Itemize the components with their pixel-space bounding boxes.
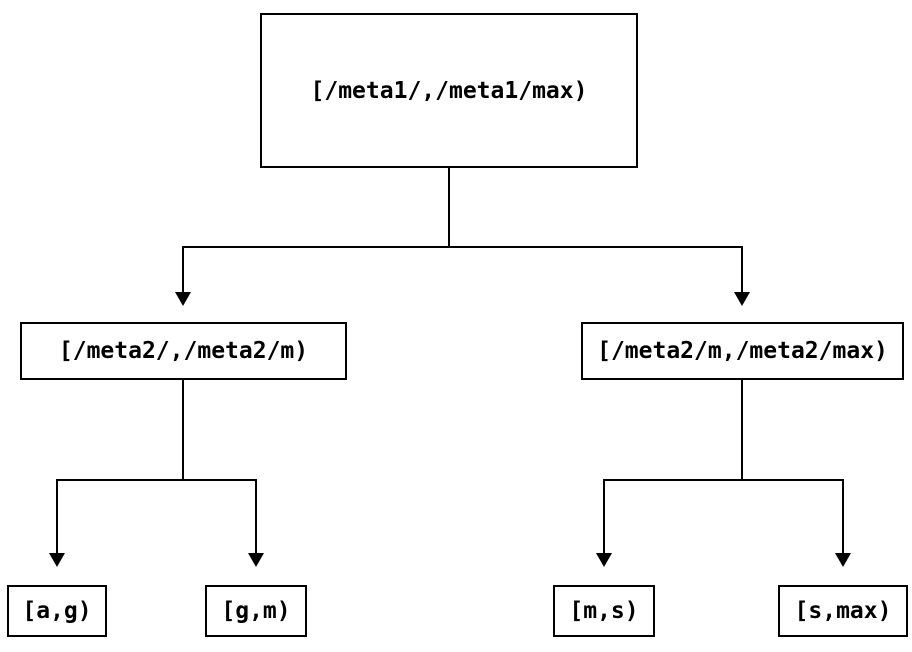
edge-meta2-left-stem: [182, 380, 184, 481]
tree-node-root: [/meta1/,/meta1/max): [260, 13, 638, 168]
arrowhead-down-icon: [734, 292, 750, 306]
edge-root-crossbar: [182, 246, 743, 248]
edge-to-leaf-g-m-drop: [255, 479, 257, 553]
edge-root-to-right-drop: [741, 246, 743, 292]
edge-root-stem: [448, 168, 450, 248]
edge-to-leaf-m-s-drop: [603, 479, 605, 553]
edge-meta2-right-stem: [741, 380, 743, 481]
tree-node-meta2-right: [/meta2/m,/meta2/max): [581, 322, 904, 380]
tree-node-leaf-s-max: [s,max): [778, 585, 908, 637]
edge-to-leaf-a-g-drop: [56, 479, 58, 553]
edge-meta2-left-crossbar: [56, 479, 257, 481]
tree-node-leaf-m-s: [m,s): [553, 585, 655, 637]
tree-node-meta2-left: [/meta2/,/meta2/m): [20, 322, 347, 380]
arrowhead-down-icon: [248, 553, 264, 567]
edge-root-to-left-drop: [182, 246, 184, 292]
tree-node-leaf-a-g: [a,g): [7, 585, 107, 637]
arrowhead-down-icon: [835, 553, 851, 567]
arrowhead-down-icon: [49, 553, 65, 567]
arrowhead-down-icon: [596, 553, 612, 567]
tree-node-leaf-g-m: [g,m): [205, 585, 307, 637]
edge-meta2-right-crossbar: [603, 479, 844, 481]
arrowhead-down-icon: [175, 292, 191, 306]
edge-to-leaf-s-max-drop: [842, 479, 844, 553]
